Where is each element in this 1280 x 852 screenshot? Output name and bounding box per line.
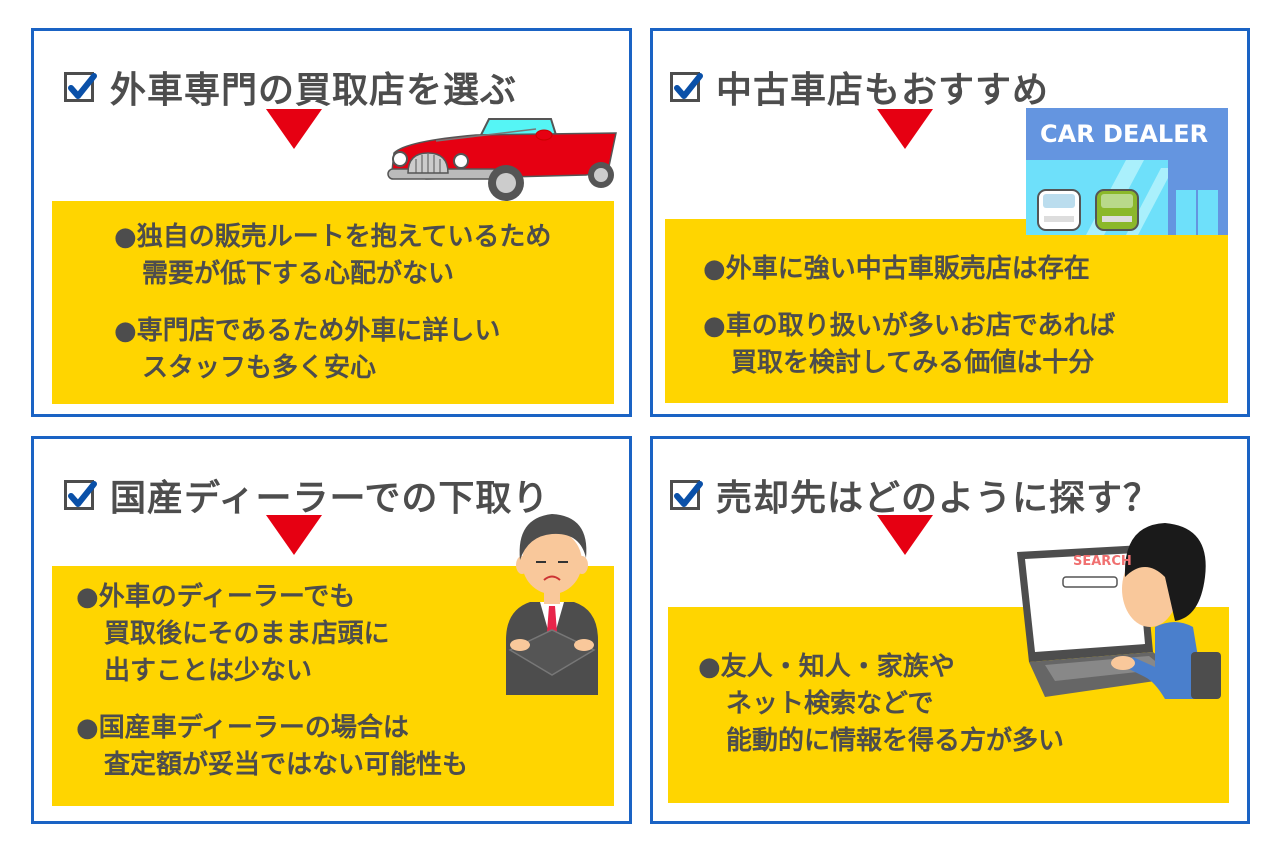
bullet-list: ●独自の販売ルートを抱えているため 需要が低下する心配がない ●専門店であるため…: [114, 219, 551, 407]
bullet-line: ●車の取り扱いが多いお店であれば: [703, 311, 1116, 341]
title-text: 国産ディーラーでの下取り: [110, 478, 550, 519]
panel-used-car-dealer: 中古車店もおすすめ CAR DEALER ●外車に強い中古車販売店は存在 ●車の…: [650, 28, 1250, 417]
bullet-line: ネット検索などで: [726, 689, 934, 719]
bullet-list: ●外車に強い中古車販売店は存在 ●車の取り扱いが多いお店であれば 買取を検討して…: [703, 251, 1115, 402]
bullet-line: ●友人・知人・家族や: [698, 652, 955, 682]
panel-domestic-dealer-tradein: 国産ディーラーでの下取り ●外車のディーラーでも 買取後にそのまま店頭に 出すこ…: [31, 436, 632, 824]
bullet-item: ●友人・知人・家族や ネット検索などで 能動的に情報を得る方が多い: [698, 649, 1064, 760]
bullet-line: 査定額が妥当ではない可能性も: [104, 750, 469, 780]
car-dealer-storefront-illustration: CAR DEALER: [1026, 108, 1228, 235]
highlight-box: [52, 201, 614, 404]
bullet-line: 能動的に情報を得る方が多い: [726, 726, 1065, 756]
bullet-line: ●外車のディーラーでも: [76, 582, 356, 612]
down-arrow-icon: [266, 515, 322, 555]
bullet-list: ●外車のディーラーでも 買取後にそのまま店頭に 出すことは少ない ●国産車ディー…: [76, 579, 468, 804]
bullet-item: ●外車に強い中古車販売店は存在: [703, 251, 1115, 288]
checkbox-checked-icon: [670, 72, 703, 102]
panel-title: 外車専門の買取店を選ぶ: [64, 61, 517, 113]
bullet-line: ●独自の販売ルートを抱えているため: [114, 222, 552, 252]
panel-specialist-buyer: 外車専門の買取店を選ぶ ●独自の販売ルートを抱えているため 需要が低下する心配が…: [31, 28, 632, 417]
businessman-crossed-arms-illustration: [500, 510, 604, 699]
bullet-item: ●独自の販売ルートを抱えているため 需要が低下する心配がない: [114, 219, 551, 293]
bullet-item: ●国産車ディーラーの場合は 査定額が妥当ではない可能性も: [76, 710, 468, 784]
down-arrow-icon: [877, 515, 933, 555]
bullet-item: ●外車のディーラーでも 買取後にそのまま店頭に 出すことは少ない: [76, 579, 468, 690]
down-arrow-icon: [877, 109, 933, 149]
bullet-line: 出すことは少ない: [104, 656, 313, 686]
panel-title: 中古車店もおすすめ: [670, 61, 1049, 113]
bullet-line: 買取後にそのまま店頭に: [104, 619, 390, 649]
panel-title: 売却先はどのように探す？: [670, 469, 1160, 521]
bullet-item: ●専門店であるため外車に詳しい スタッフも多く安心: [114, 313, 551, 387]
person-searching-laptop-illustration: SEARCH: [1015, 517, 1221, 703]
car-dealer-sign: CAR DEALER: [1040, 120, 1209, 148]
panel-title: 国産ディーラーでの下取り: [64, 469, 549, 521]
bullet-line: スタッフも多く安心: [142, 353, 377, 383]
title-text: 売却先はどのように探す？: [716, 478, 1161, 519]
down-arrow-icon: [266, 109, 322, 149]
panel-how-to-find-buyer: 売却先はどのように探す？ SEARCH ●友人・知人・家族や ネット検索などで …: [650, 436, 1250, 824]
checkbox-checked-icon: [64, 480, 97, 510]
highlight-box: [665, 219, 1228, 403]
bullet-line: ●外車に強い中古車販売店は存在: [703, 254, 1090, 284]
bullet-list: ●友人・知人・家族や ネット検索などで 能動的に情報を得る方が多い: [698, 649, 1064, 780]
search-label: SEARCH: [1073, 554, 1132, 569]
red-convertible-car-illustration: [386, 113, 626, 207]
title-text: 中古車店もおすすめ: [716, 70, 1050, 111]
bullet-line: 需要が低下する心配がない: [142, 259, 455, 289]
checkbox-checked-icon: [64, 72, 97, 102]
bullet-line: ●専門店であるため外車に詳しい: [114, 316, 501, 346]
bullet-line: ●国産車ディーラーの場合は: [76, 713, 409, 743]
title-text: 外車専門の買取店を選ぶ: [110, 70, 518, 111]
bullet-line: 買取を検討してみる価値は十分: [731, 348, 1095, 378]
checkbox-checked-icon: [670, 480, 703, 510]
bullet-item: ●車の取り扱いが多いお店であれば 買取を検討してみる価値は十分: [703, 308, 1115, 382]
